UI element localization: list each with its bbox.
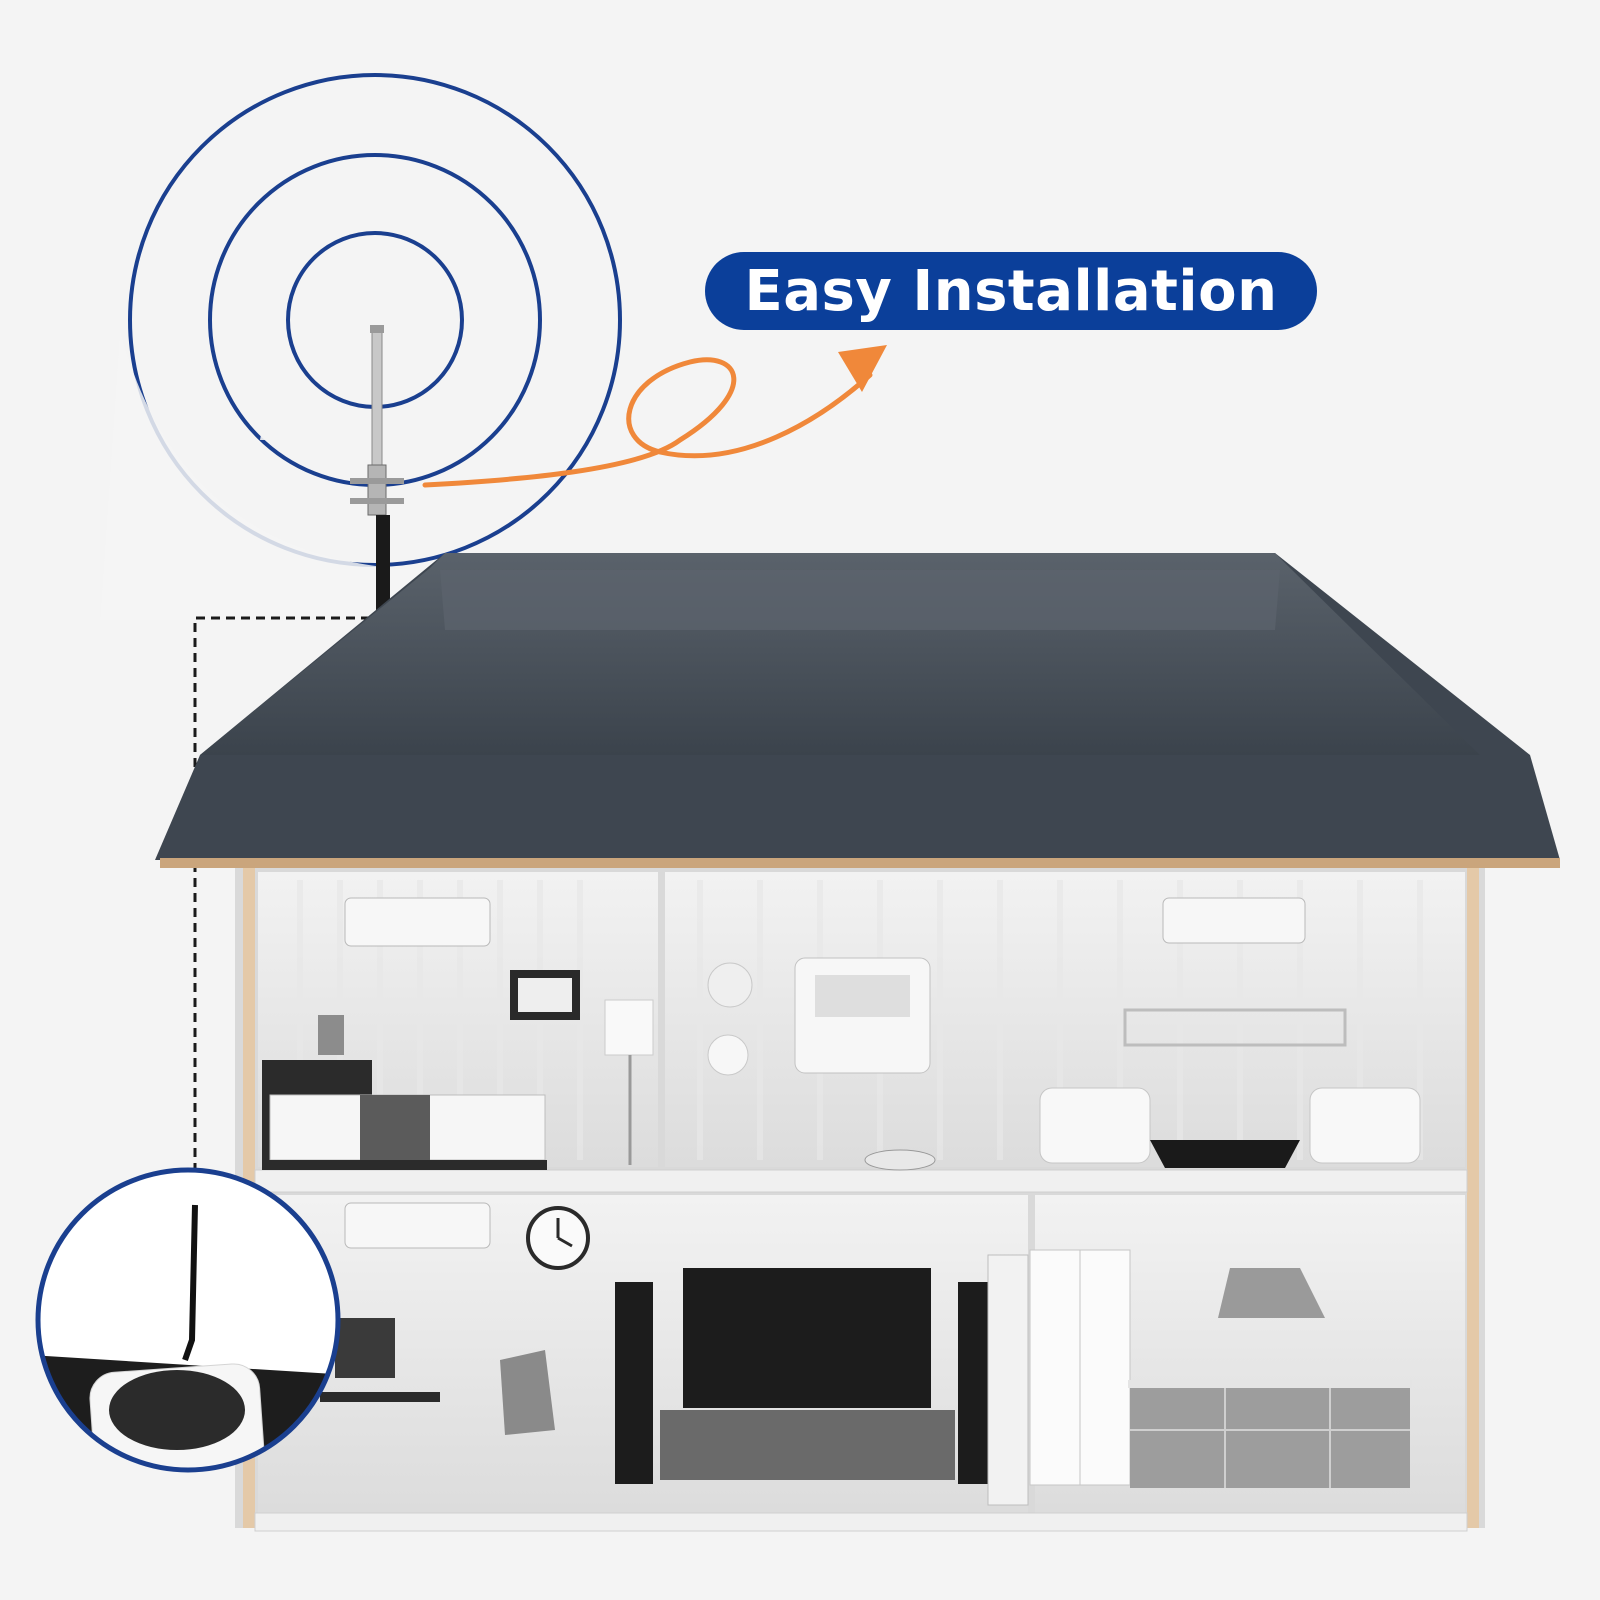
indoor-antenna-puck-icon [35,1167,341,1473]
easy-installation-badge: Easy Installation [705,252,1317,330]
kitchen [987,1249,1412,1506]
signal-waves-icon [100,73,622,620]
living-room [707,897,1421,1171]
house-roof [155,553,1560,868]
outdoor-omni-antenna-icon [350,325,404,610]
bedroom [262,897,654,1170]
curved-arrow-icon [422,345,887,488]
